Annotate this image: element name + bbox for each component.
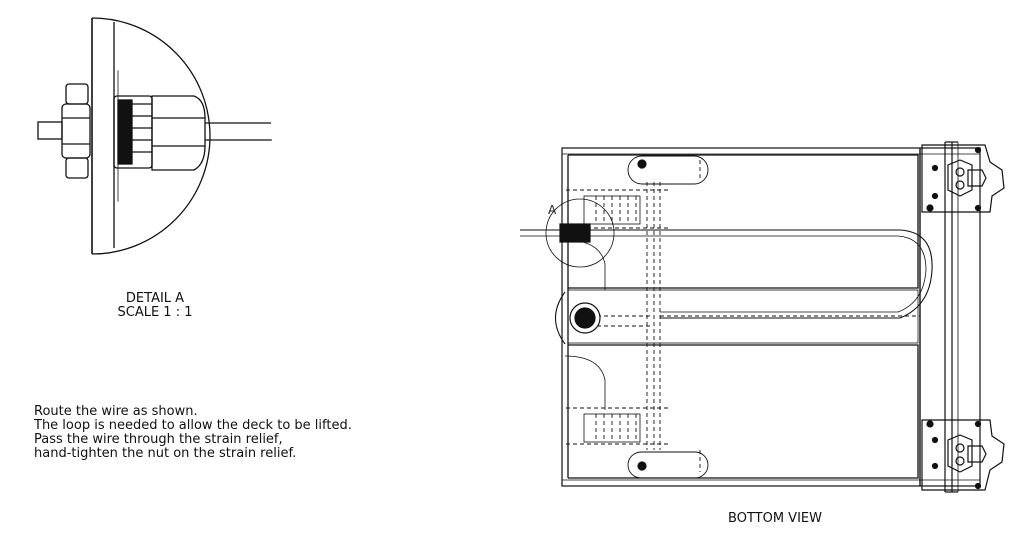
hinge-bottom [921, 419, 1005, 491]
detail-title: DETAIL A [125, 291, 185, 306]
hinge-top [921, 144, 1005, 213]
detail-wire [205, 122, 272, 141]
wire-loop [520, 229, 933, 319]
assembly-notes: Route the wire as shown. The loop is nee… [34, 405, 352, 461]
bottom-view: A [520, 141, 1005, 493]
frame-outline [561, 147, 981, 487]
note-line: The loop is needed to allow the deck to … [34, 418, 352, 433]
lock-nut [61, 103, 91, 159]
strain-relief [559, 223, 591, 243]
gland-cap-nut [151, 95, 206, 171]
slot-top [627, 155, 709, 185]
deck-outline [567, 154, 919, 479]
note-line: Pass the wire through the strain relief, [34, 432, 283, 447]
detail-callout-label: A [548, 203, 557, 217]
note-line: hand-tighten the nut on the strain relie… [34, 446, 297, 461]
detail-boundary [91, 17, 211, 255]
slot-bottom [627, 451, 709, 479]
hidden-lines [566, 160, 920, 472]
detail-a-view [37, 17, 272, 255]
tab-features [583, 195, 641, 443]
note-line: Route the wire as shown. [34, 404, 198, 419]
detail-scale: SCALE 1 : 1 [117, 305, 193, 320]
detail-wire-stub [37, 121, 63, 140]
view-title: BOTTOM VIEW [728, 511, 822, 526]
